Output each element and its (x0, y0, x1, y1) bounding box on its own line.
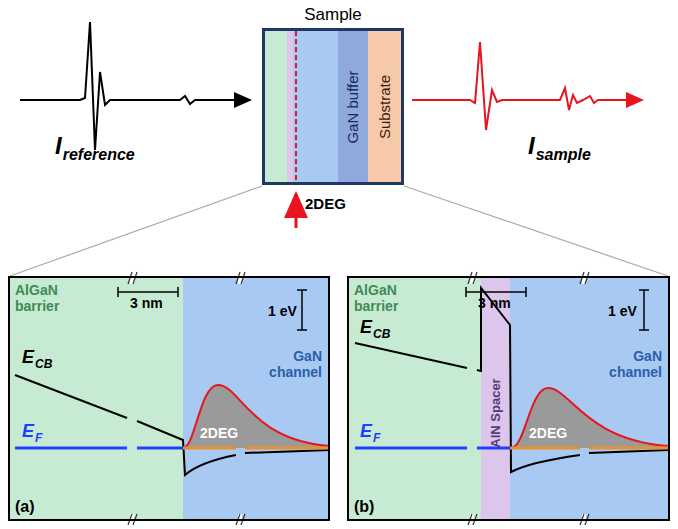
signal-name: I (528, 134, 535, 158)
node-text: GaN channel (252, 348, 322, 380)
node-text: GaN channel (592, 348, 662, 380)
layer-callout: 2DEG (305, 196, 346, 211)
band-subscript: F (373, 432, 380, 444)
region-band: GaN channel (183, 278, 328, 519)
band-subscript: CB (373, 328, 390, 340)
band-name: E (360, 422, 372, 440)
2deg-label: 2DEG (529, 426, 567, 440)
spacer-band: AlN Spacer (481, 278, 510, 519)
region-band: GaN channel (510, 278, 668, 519)
2deg-label: 2DEG (200, 426, 238, 440)
band-subscript: F (35, 432, 42, 444)
band-name: E (22, 348, 34, 366)
node-text: Sample (265, 5, 401, 25)
node-text: (b) (354, 498, 374, 516)
scale-bar-label: 3 nm (130, 296, 163, 310)
scale-bar-label: 3 nm (478, 296, 511, 310)
node-text: (a) (15, 498, 35, 516)
node-text: GaN buffer (344, 70, 361, 143)
signal-name: I (55, 134, 62, 158)
node-text: AlGaN barrier (354, 282, 418, 314)
node-text: AlGaN barrier (15, 282, 79, 314)
scale-bar-label: 1 eV (268, 304, 297, 318)
layer-band: GaN buffer (338, 31, 368, 182)
node-text: AlN Spacer (488, 378, 503, 447)
signal-subscript: sample (536, 147, 591, 163)
node-text: Substrate (376, 74, 393, 138)
scale-bar-label: 1 eV (608, 304, 637, 318)
signal-subscript: reference (63, 147, 135, 163)
sample-box: SampleGaN bufferSubstrate (262, 28, 404, 185)
band-name: E (22, 422, 34, 440)
layer-band: Substrate (368, 31, 401, 182)
region-band: AlGaN barrier (349, 278, 481, 519)
band-subscript: CB (35, 358, 52, 370)
band-name: E (360, 318, 372, 336)
region-band: AlGaN barrier (10, 278, 183, 519)
